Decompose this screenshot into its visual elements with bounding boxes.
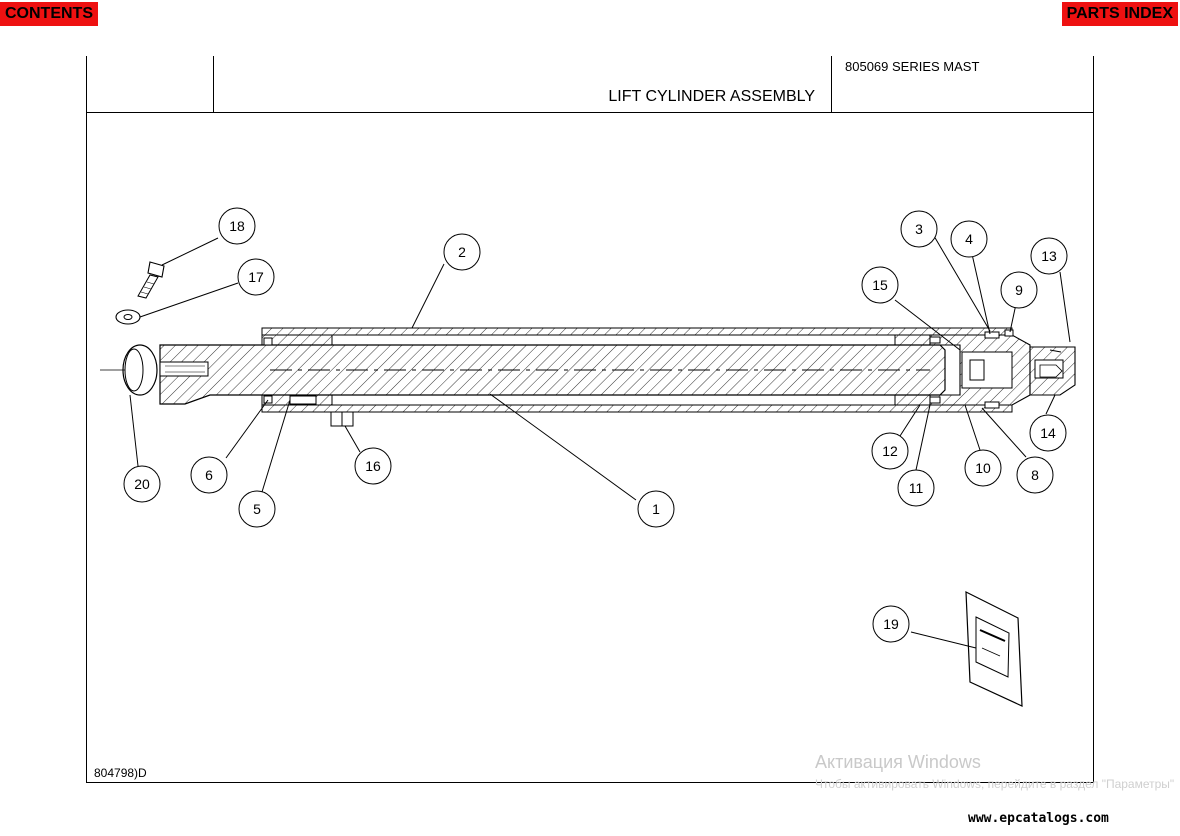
bolt xyxy=(137,261,165,299)
callout-9: 9 xyxy=(1000,271,1038,309)
seal-kit-package xyxy=(965,591,1023,707)
svg-text:6: 6 xyxy=(205,467,213,483)
end-washer xyxy=(100,344,158,396)
gland-bearing xyxy=(261,334,333,406)
svg-text:1: 1 xyxy=(652,501,660,517)
series-label: 805069 SERIES MAST xyxy=(845,59,980,74)
svg-text:2: 2 xyxy=(458,244,466,260)
callout-12: 12 xyxy=(871,432,909,470)
svg-text:3: 3 xyxy=(915,221,923,237)
svg-text:14: 14 xyxy=(1040,425,1056,441)
site-url: www.epcatalogs.com xyxy=(968,811,1109,826)
svg-text:9: 9 xyxy=(1015,282,1023,298)
header-divider xyxy=(86,112,1094,113)
leader-lines xyxy=(129,235,1071,649)
callout-15: 15 xyxy=(861,266,899,304)
svg-text:19: 19 xyxy=(883,616,899,632)
callout-1: 1 xyxy=(637,490,675,528)
callout-10: 10 xyxy=(964,449,1002,487)
watermark-text: Чтобы активировать Windows, перейдите в … xyxy=(815,777,1175,791)
svg-text:11: 11 xyxy=(909,480,924,496)
watermark-title: Активация Windows xyxy=(815,752,981,772)
callout-8: 8 xyxy=(1016,456,1054,494)
callout-20: 20 xyxy=(123,465,161,503)
svg-text:10: 10 xyxy=(975,460,991,476)
contents-button[interactable]: CONTENTS xyxy=(0,2,98,26)
callout-balloons: 18 17 2 3 4 13 9 15 14 12 10 8 11 16 6 2… xyxy=(123,207,1068,643)
svg-text:17: 17 xyxy=(248,269,264,285)
callout-17: 19 xyxy=(872,605,910,643)
svg-text:12: 12 xyxy=(882,443,898,459)
svg-text:18: 18 xyxy=(229,218,245,234)
svg-text:4: 4 xyxy=(965,231,973,247)
callout-13: 13 xyxy=(1030,237,1068,275)
svg-text:20: 20 xyxy=(134,476,150,492)
callout-18: 17 xyxy=(237,258,275,296)
callout-14: 14 xyxy=(1029,414,1067,452)
drawing-number: 804798)D xyxy=(94,766,147,780)
page-title: LIFT CYLINDER ASSEMBLY xyxy=(608,88,815,105)
callout-4: 4 xyxy=(950,220,988,258)
lock-washer xyxy=(115,309,141,325)
parts-index-button[interactable]: PARTS INDEX xyxy=(1061,2,1178,26)
drawing-frame xyxy=(86,56,1094,783)
callout-16: 16 xyxy=(354,447,392,485)
svg-text:8: 8 xyxy=(1031,467,1039,483)
callout-5: 5 xyxy=(238,490,276,528)
svg-text:16: 16 xyxy=(365,458,381,474)
callout-6: 6 xyxy=(190,456,228,494)
svg-text:13: 13 xyxy=(1041,248,1057,264)
callout-19: 18 xyxy=(218,207,256,245)
svg-text:5: 5 xyxy=(253,501,261,517)
port-fitting xyxy=(330,411,354,427)
callout-2: 2 xyxy=(443,233,481,271)
svg-text:15: 15 xyxy=(872,277,888,293)
header-cell-divider xyxy=(213,56,214,112)
header-cell-divider xyxy=(831,56,832,112)
callout-11: 11 xyxy=(897,469,935,507)
callout-3: 3 xyxy=(900,210,938,248)
